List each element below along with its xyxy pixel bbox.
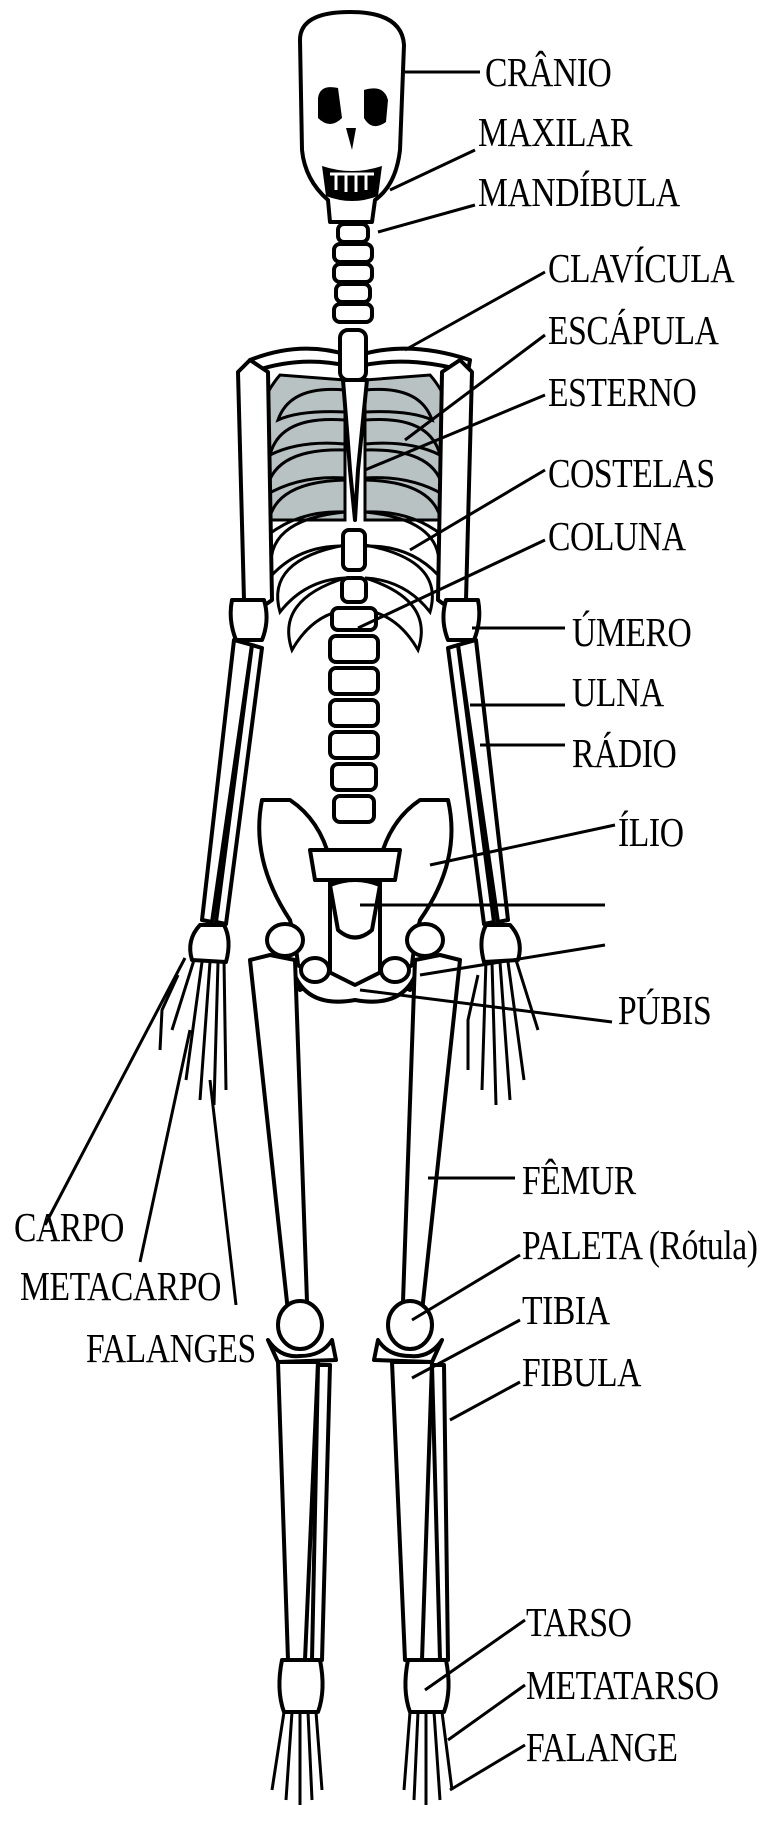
label-tarso: TARSO <box>526 1602 631 1643</box>
label-falange: FALANGE <box>526 1727 678 1768</box>
skull <box>300 12 404 222</box>
label-femur: FÊMUR <box>522 1160 636 1201</box>
label-tibia: TIBIA <box>522 1290 610 1331</box>
label-umero: ÚMERO <box>572 612 691 653</box>
label-costelas: COSTELAS <box>548 453 715 494</box>
label-paleta: PALETA (Rótula) <box>522 1225 758 1266</box>
label-fibula: FIBULA <box>522 1352 641 1393</box>
label-clavicula: CLAVÍCULA <box>548 248 734 289</box>
label-cranio: CRÂNIO <box>485 52 611 93</box>
left-leg <box>250 924 336 1805</box>
label-radio: RÁDIO <box>572 733 676 774</box>
label-coluna: COLUNA <box>548 516 686 557</box>
label-maxilar: MAXILAR <box>478 112 632 153</box>
label-falanges: FALANGES <box>86 1328 256 1369</box>
label-ilio: ÍLIO <box>618 812 684 853</box>
label-ulna: ULNA <box>572 672 664 713</box>
neck-vertebrae <box>334 224 372 322</box>
label-metatarso: METATARSO <box>526 1665 719 1706</box>
label-metacarpo: METACARPO <box>20 1266 221 1307</box>
label-mandibula: MANDÍBULA <box>478 172 680 213</box>
label-pubis: PÚBIS <box>618 990 711 1031</box>
label-carpo: CARPO <box>14 1207 124 1248</box>
label-esterno: ESTERNO <box>548 372 696 413</box>
label-escapula: ESCÁPULA <box>548 310 718 351</box>
